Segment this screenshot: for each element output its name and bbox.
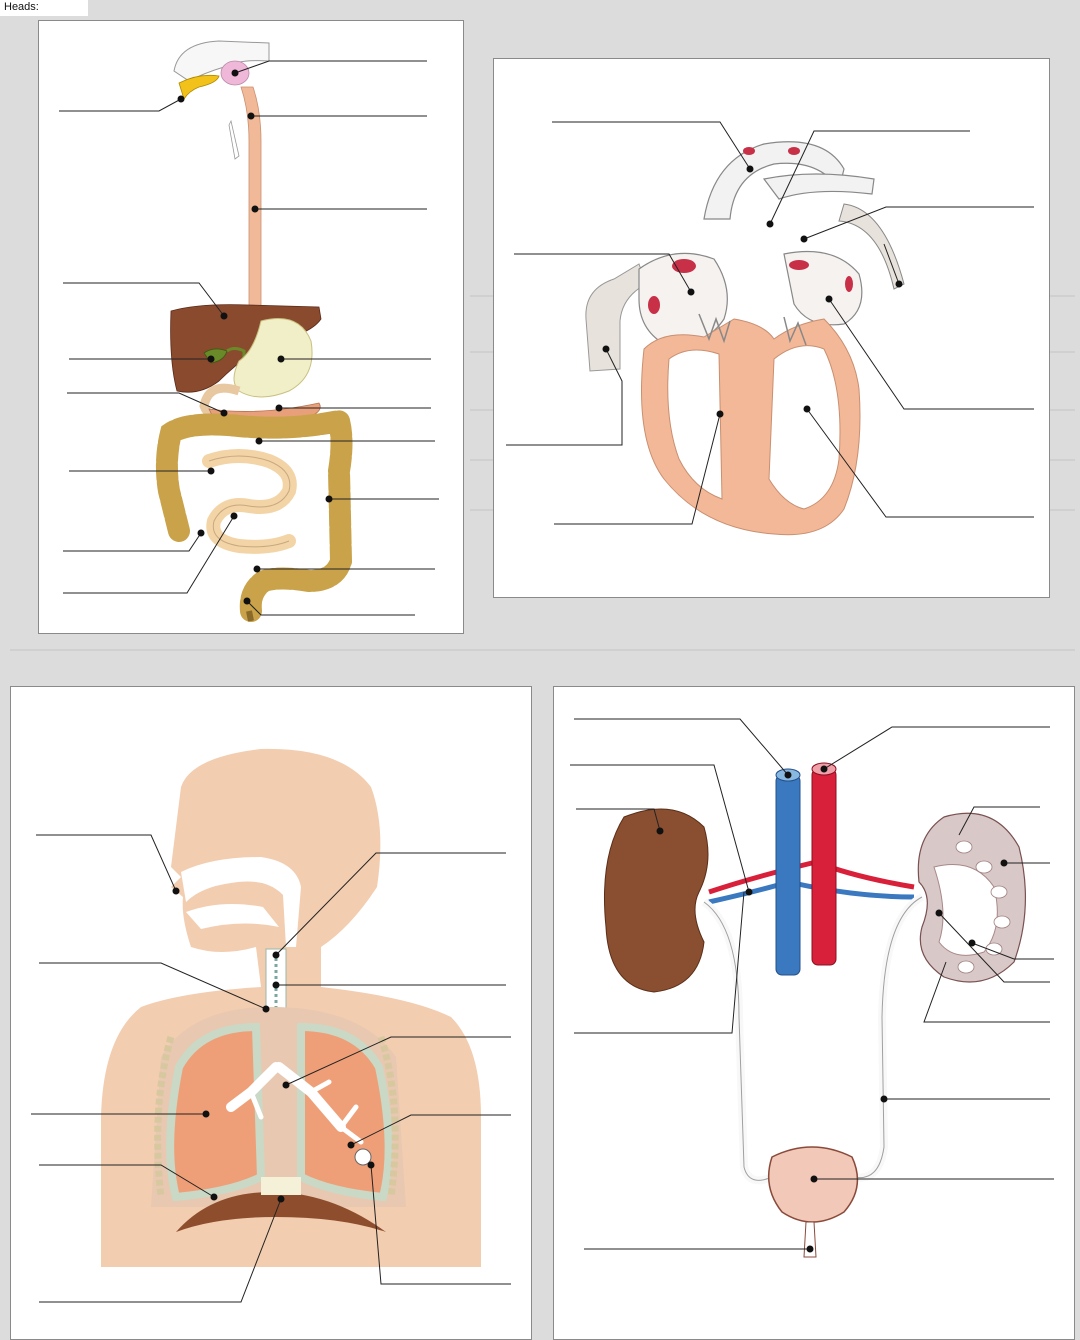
renal-pyramid: [958, 961, 974, 973]
label-dot-icon: [273, 982, 280, 989]
renal-pyramid: [991, 886, 1007, 898]
inferior-vena-cava: [776, 775, 800, 975]
label-dot-icon: [248, 113, 255, 120]
label-dot-icon: [231, 513, 238, 520]
label-dot-icon: [603, 346, 610, 353]
left-ventricle: [769, 346, 840, 509]
label-dot-icon: [821, 766, 828, 773]
label-dot-icon: [657, 828, 664, 835]
label-dot-icon: [232, 70, 239, 77]
label-dot-icon: [283, 1082, 290, 1089]
label-dot-icon: [811, 1176, 818, 1183]
renal-pyramid: [956, 841, 972, 853]
urinary-panel: [553, 686, 1075, 1340]
leader-line: [36, 835, 176, 891]
vessel-opening: [789, 260, 809, 270]
label-dot-icon: [881, 1096, 888, 1103]
label-dot-icon: [254, 566, 261, 573]
left-ureter: [854, 897, 922, 1178]
label-dot-icon: [178, 96, 185, 103]
vessel-opening: [788, 147, 800, 155]
label-dot-icon: [804, 406, 811, 413]
label-dot-icon: [278, 356, 285, 363]
pulmonary-artery: [764, 174, 874, 199]
leader-line: [247, 601, 415, 615]
label-dot-icon: [785, 772, 792, 779]
heart-diagram: [494, 59, 1049, 597]
label-dot-icon: [807, 1246, 814, 1253]
mediastinum: [261, 1177, 301, 1195]
leader-line: [574, 719, 788, 775]
leader-line: [552, 122, 750, 169]
label-dot-icon: [717, 411, 724, 418]
aorta: [812, 769, 836, 965]
label-dot-icon: [221, 313, 228, 320]
label-dot-icon: [276, 405, 283, 412]
vessel-opening: [845, 276, 853, 292]
digestive-system-panel: [38, 20, 464, 634]
label-dot-icon: [256, 438, 263, 445]
small-intestine: [209, 456, 290, 547]
esophagus: [241, 87, 261, 321]
vessel-opening: [743, 147, 755, 155]
urinary-system-diagram: [554, 687, 1074, 1339]
label-dot-icon: [969, 940, 976, 947]
left-ureter-edge: [854, 897, 922, 1178]
label-dot-icon: [211, 1194, 218, 1201]
label-dot-icon: [348, 1142, 355, 1149]
label-dot-icon: [263, 1006, 270, 1013]
respiratory-system-diagram: [11, 687, 531, 1339]
label-dot-icon: [244, 598, 251, 605]
leader-line: [59, 99, 181, 111]
leader-line: [829, 299, 1034, 409]
digestive-system-diagram: [39, 21, 463, 633]
label-dot-icon: [208, 356, 215, 363]
label-dot-icon: [801, 236, 808, 243]
label-dot-icon: [273, 952, 280, 959]
label-dot-icon: [1001, 860, 1008, 867]
bladder: [769, 1147, 858, 1222]
label-dot-icon: [826, 296, 833, 303]
label-dot-icon: [767, 221, 774, 228]
right-kidney: [604, 809, 708, 992]
heart-panel: [493, 58, 1050, 598]
label-dot-icon: [688, 289, 695, 296]
label-dot-icon: [221, 410, 228, 417]
renal-pyramid: [994, 916, 1010, 928]
rectum: [249, 611, 251, 621]
respiratory-panel: [10, 686, 532, 1340]
label-dot-icon: [198, 530, 205, 537]
label-dot-icon: [746, 889, 753, 896]
vessel-opening: [648, 296, 660, 314]
label-dot-icon: [747, 166, 754, 173]
label-dot-icon: [278, 1196, 285, 1203]
label-dot-icon: [173, 888, 180, 895]
label-dot-icon: [203, 1111, 210, 1118]
leader-line: [67, 393, 224, 413]
label-dot-icon: [208, 468, 215, 475]
label-dot-icon: [252, 206, 259, 213]
label-dot-icon: [368, 1162, 375, 1169]
leader-line: [804, 207, 1034, 239]
superior-vena-cava: [586, 264, 646, 371]
right-ureter: [704, 902, 772, 1180]
label-dot-icon: [936, 910, 943, 917]
epiglottis: [229, 121, 239, 159]
leader-line: [235, 61, 427, 73]
renal-pyramid: [976, 861, 992, 873]
label-dot-icon: [326, 496, 333, 503]
leader-line: [824, 727, 1050, 769]
label-dot-icon: [896, 281, 903, 288]
